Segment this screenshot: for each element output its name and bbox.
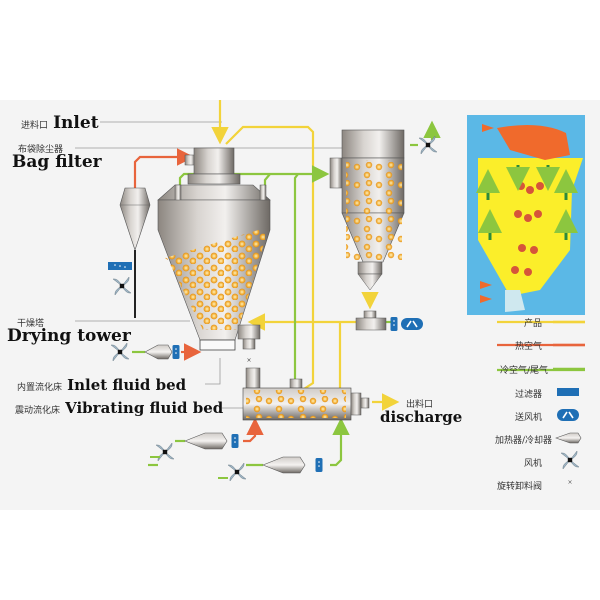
legend-product: 产品 (523, 319, 542, 329)
legend-hot-air: 热空气 (514, 342, 542, 352)
vibrating-fluid-bed (242, 367, 370, 421)
discharge-label: discharge (380, 408, 463, 426)
blower-icon (401, 318, 423, 330)
legend-blower: 送风机 (514, 413, 542, 423)
discharge-label-cn: 出料口 (406, 400, 434, 410)
heater-cooler (184, 432, 228, 450)
fan-icon (227, 462, 247, 482)
drying-tower-label: Drying tower (7, 326, 131, 346)
filter-icon (172, 345, 180, 359)
spray-drying-inset (467, 115, 585, 315)
fan-icon (560, 450, 580, 470)
rotary-valve-icon: × (246, 357, 251, 364)
drying-tower-label-cn: 干燥塔 (17, 319, 45, 329)
heater-cooler-icon (555, 432, 582, 444)
inlet-fluid-bed-label: 内置流化床 Inlet fluid bed (17, 376, 187, 394)
vibrating-fluid-bed-label: 震动流化床 Vibrating fluid bed (15, 399, 224, 417)
cold-air-lines (132, 120, 585, 467)
bag-filter-label-cn: 布袋除尘器 (18, 145, 64, 155)
heater-cooler (262, 456, 306, 474)
discharge-valve (355, 310, 387, 331)
legend-symbols: × (553, 320, 585, 486)
legend-fan: 风机 (523, 459, 542, 469)
drying-tower: × (157, 147, 271, 364)
filter-icon (108, 262, 132, 270)
blower-icon (557, 409, 579, 421)
cyclone-separator (119, 187, 151, 318)
filter-icon (557, 388, 579, 396)
legend-heater-cooler: 加热器/冷却器 (494, 436, 552, 446)
heater-cooler (144, 344, 173, 360)
legend-filter: 过滤器 (514, 390, 542, 400)
fan-icon (418, 135, 438, 155)
fan-icon (112, 276, 132, 296)
legend-rotary-valve: 旋转卸料阀 (496, 482, 542, 492)
filter-icon (315, 458, 323, 472)
fan-icon (155, 442, 175, 462)
filter-icon (390, 317, 398, 331)
bag-filter-label: Bag filter (12, 152, 102, 172)
rotary-valve-icon: × (567, 479, 572, 486)
legend-cold-air: 冷空气/尾气 (499, 366, 548, 376)
filter-icon (231, 434, 239, 448)
inlet-fluid-bed (199, 339, 236, 351)
inlet-label: 进料口 Inlet (21, 113, 99, 133)
bag-filter-vessel (329, 129, 405, 291)
